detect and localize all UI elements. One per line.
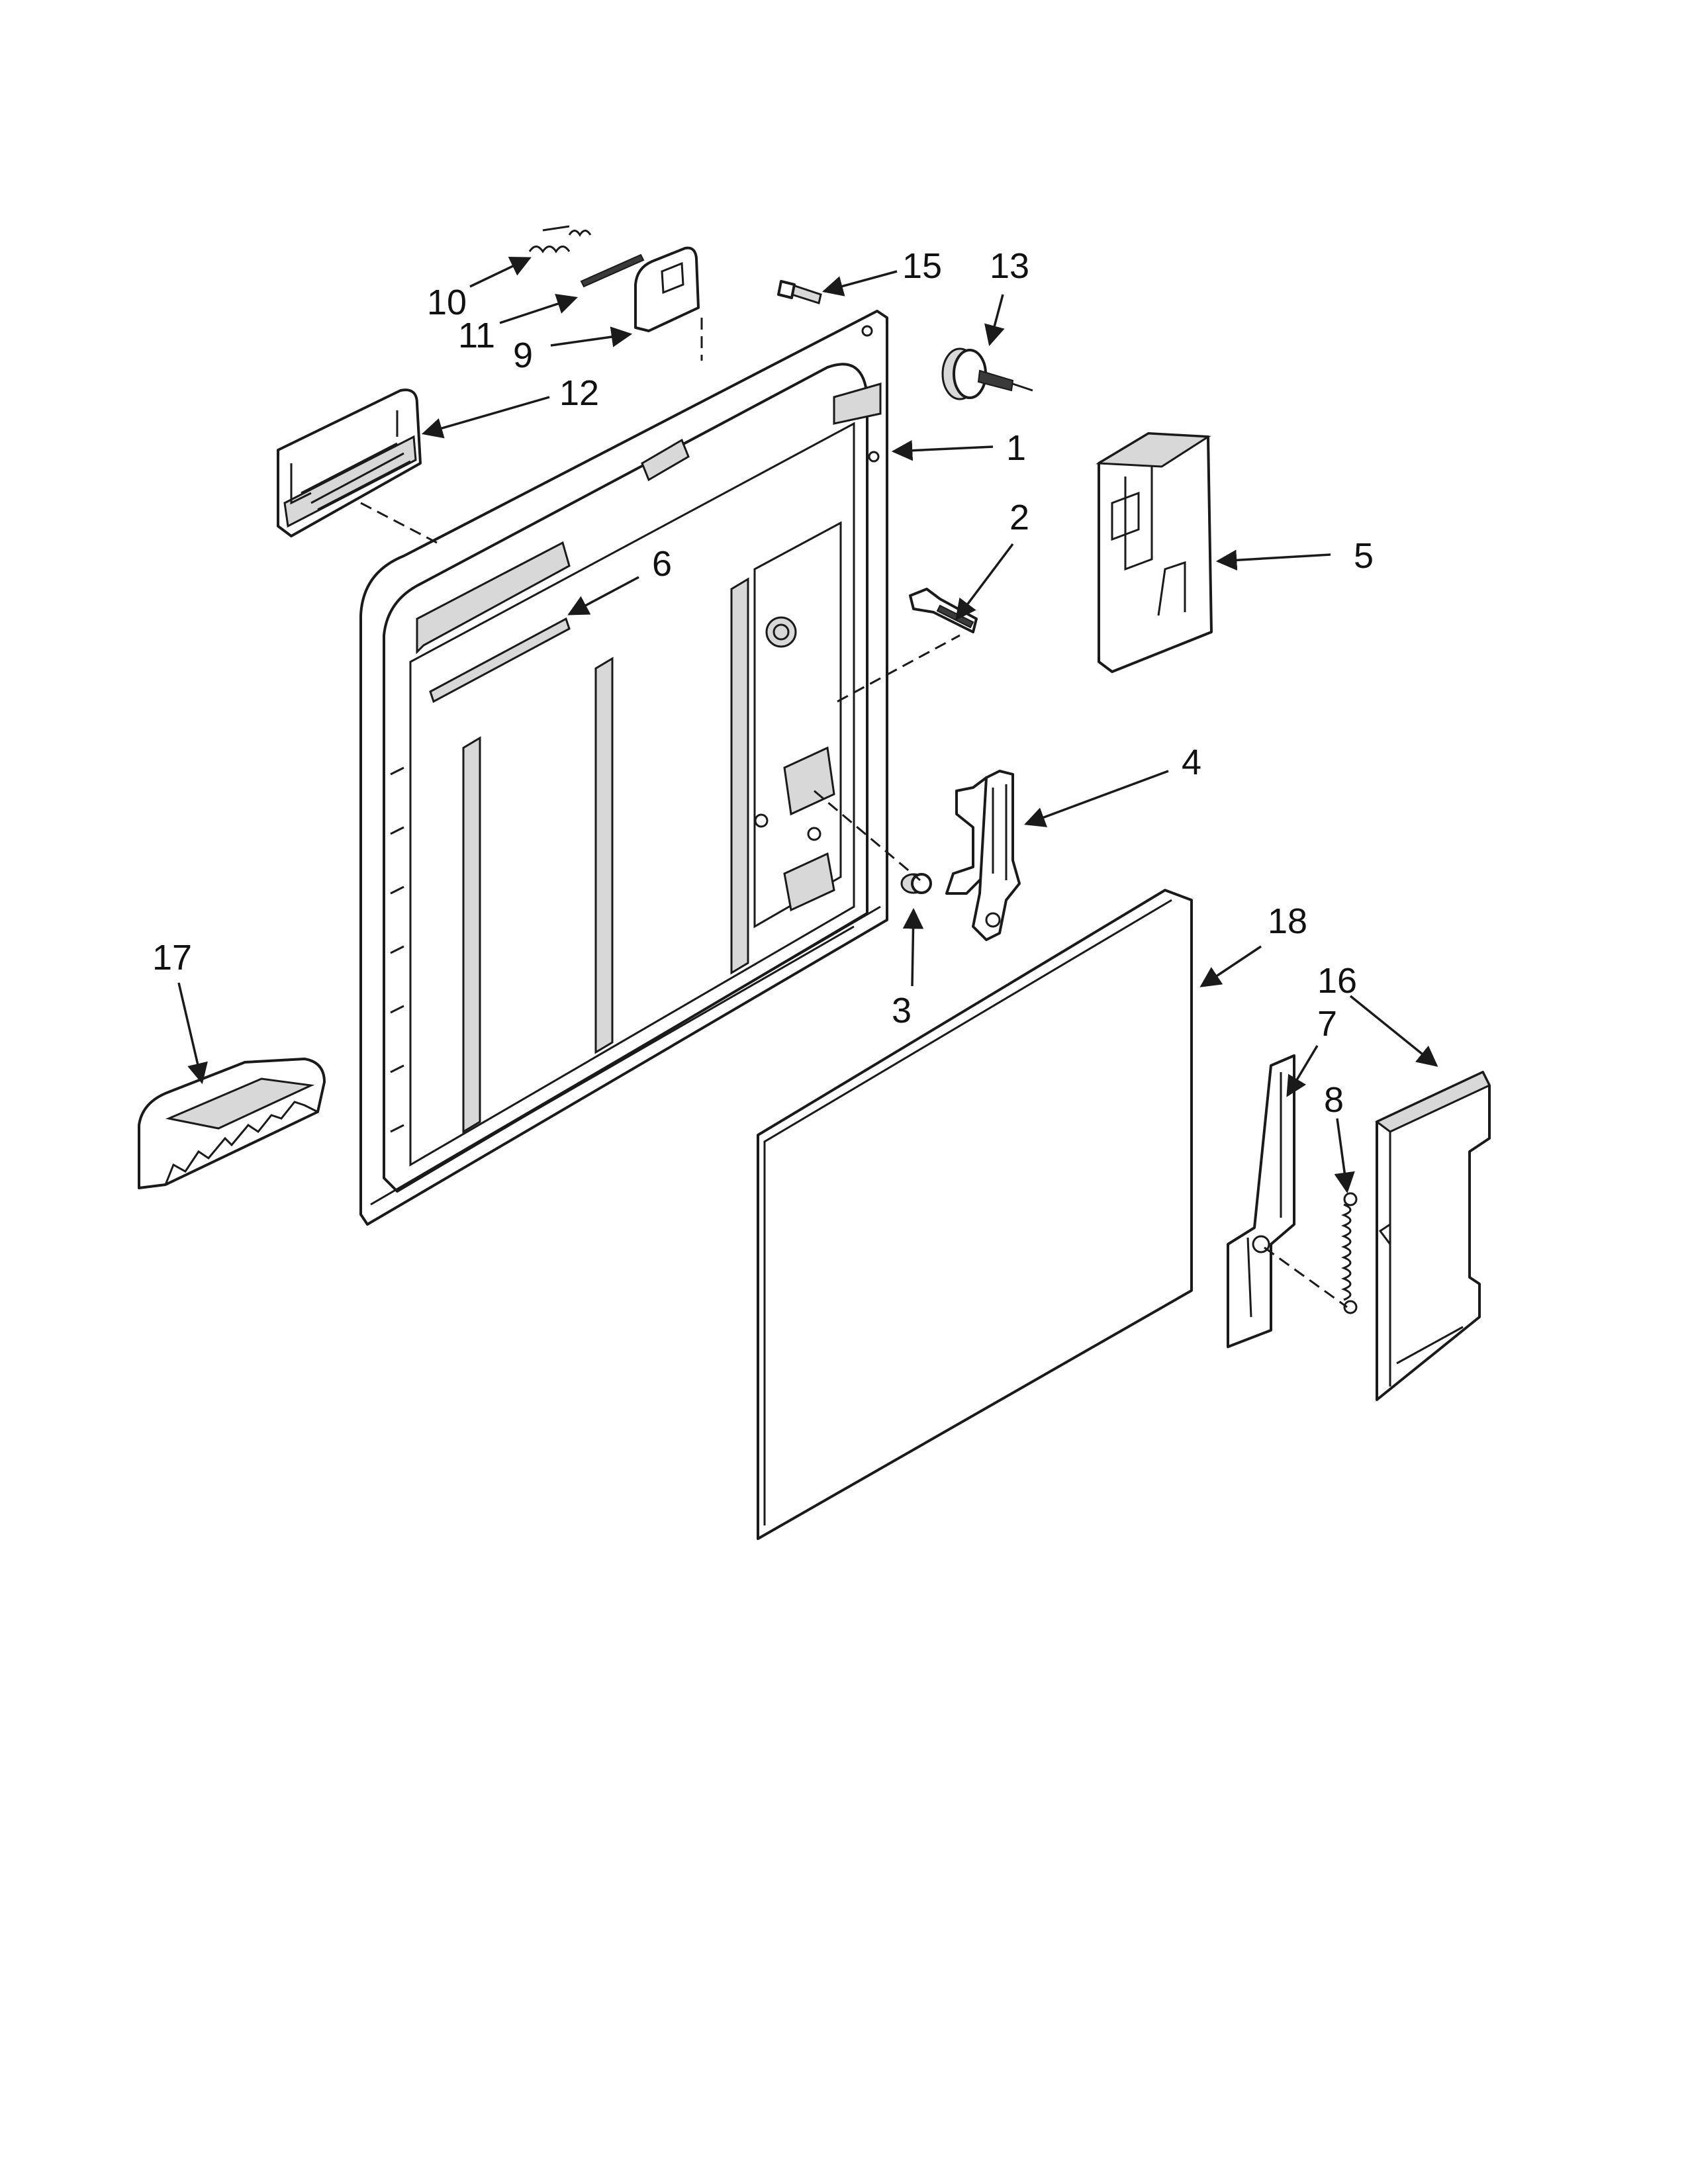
vent-grill [277,388,422,537]
callout-16: 16 [1317,961,1357,1001]
callout-12: 12 [559,373,599,413]
callout-5: 5 [1354,536,1374,576]
hinge-link [1227,1054,1295,1348]
door-spring [1340,1192,1358,1314]
callout-labels: 1 2 3 4 5 6 7 8 9 10 11 12 13 15 16 17 1… [152,246,1374,1120]
callout-6: 6 [652,544,672,584]
callout-18: 18 [1268,901,1307,941]
latch-lever [945,770,1021,941]
callout-9: 9 [513,336,533,375]
control-knob [941,347,1033,400]
outer-door-panel [757,889,1193,1540]
latch-housing [1096,432,1213,673]
callout-13: 13 [990,246,1029,286]
callout-1: 1 [1006,428,1026,468]
vent-strip [429,617,571,704]
callout-15: 15 [902,246,942,286]
latch-strike [909,588,978,633]
callout-17: 17 [152,938,192,978]
leader-lines [177,257,1438,1194]
vent-pin [580,253,645,288]
vent-cover [634,246,700,332]
inner-door-panel [359,310,888,1226]
callout-3: 3 [892,991,912,1030]
callout-7: 7 [1317,1004,1337,1044]
vent-springs [528,225,592,253]
callout-2: 2 [1009,498,1029,537]
assembly-lines [360,318,1348,1308]
callout-10: 10 [427,283,467,322]
toe-panel-cap [138,1058,326,1189]
callout-4: 4 [1182,743,1201,782]
callout-11: 11 [458,316,495,355]
callout-8: 8 [1324,1080,1344,1120]
side-trim [1375,1071,1491,1401]
door-screw [777,280,822,304]
